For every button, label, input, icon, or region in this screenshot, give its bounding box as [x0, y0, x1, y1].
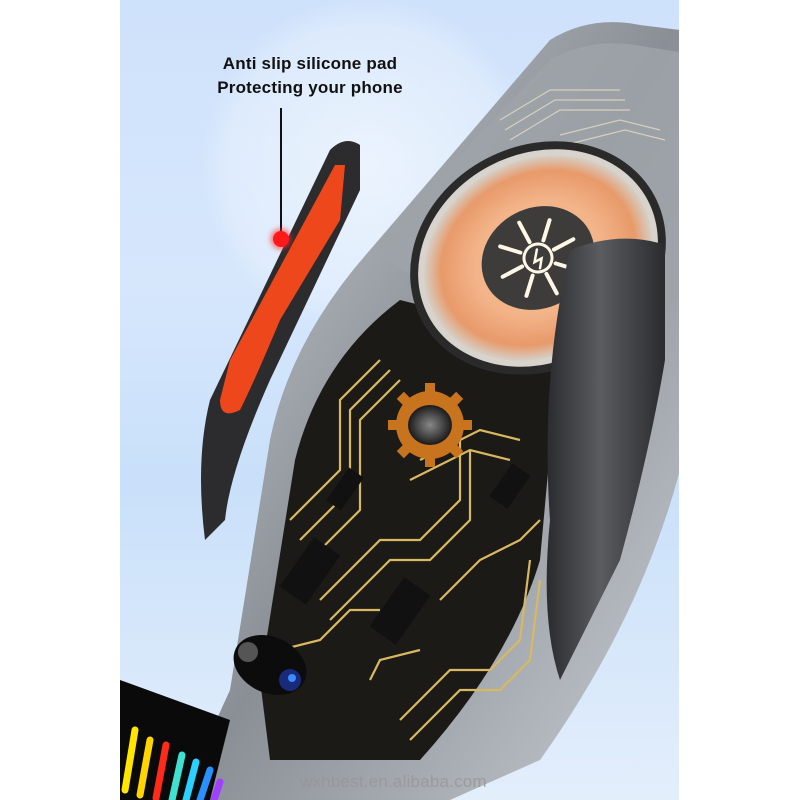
camera-module [233, 634, 307, 696]
feature-callout: Anti slip silicone pad Protecting your p… [160, 52, 460, 100]
circuit-board [260, 300, 560, 760]
ic-chips [279, 463, 531, 645]
watermark: wxhbest.en.alibaba.com [300, 772, 487, 791]
gear [388, 383, 472, 467]
callout-leader-line [280, 108, 282, 240]
circuit-traces [279, 359, 542, 741]
callout-line-1: Anti slip silicone pad [222, 54, 398, 73]
silicone-pad [220, 165, 345, 414]
callout-line-2: Protecting your phone [217, 78, 403, 97]
car-holder-render [120, 22, 679, 800]
product-photo: Anti slip silicone pad Protecting your p… [120, 0, 679, 800]
right-grip-arm [546, 238, 665, 681]
rgb-light-bar [120, 680, 230, 800]
callout-marker-dot [273, 231, 289, 247]
